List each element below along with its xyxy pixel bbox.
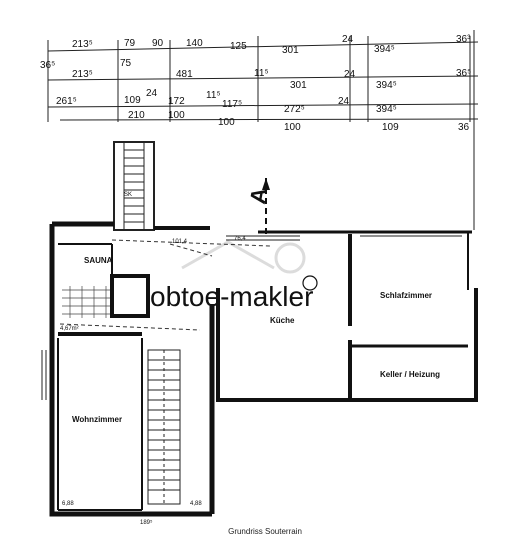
dim-text: 24 xyxy=(342,34,354,45)
dim-text: 109 xyxy=(124,95,141,106)
dim-text: 90 xyxy=(152,38,164,49)
note-bottom-right: 4,88 xyxy=(190,501,202,507)
dimension-row-3: 261⁵ 109 24 172 11⁵ 117⁵ 272⁵ 24 394⁵ xyxy=(56,88,397,115)
room-label-keller: Keller / Heizung xyxy=(380,370,440,379)
dim-text: 79 xyxy=(124,38,136,49)
dim-text: 394⁵ xyxy=(376,80,397,91)
sauna-hatch xyxy=(62,286,110,318)
dim-text: 100 xyxy=(218,117,235,128)
dim-text: 24 xyxy=(344,69,356,80)
plan-caption: Grundriss Souterrain xyxy=(228,527,302,536)
dim-text: 213⁵ xyxy=(72,69,93,80)
note-bottom-left: 6,88 xyxy=(62,501,74,507)
dim-text: 301 xyxy=(282,45,299,56)
dim-text: 36 xyxy=(458,122,470,133)
dim-text: 24 xyxy=(338,96,350,107)
dim-text: 100 xyxy=(284,122,301,133)
section-marker-label: A xyxy=(245,186,272,206)
dim-text: 36³ xyxy=(456,34,471,45)
dim-text: 481 xyxy=(176,69,193,80)
dashed-lines xyxy=(59,239,271,331)
dim-text: 272⁵ xyxy=(284,104,305,115)
note-door: 76,4 xyxy=(234,236,246,242)
upper-stair xyxy=(113,141,155,231)
dimension-lines xyxy=(47,30,479,230)
note-left: 4,67m² xyxy=(60,326,79,332)
dim-text: 301 xyxy=(290,80,307,91)
dim-text: 109 xyxy=(382,122,399,133)
dim-text: 36⁵ xyxy=(456,68,471,79)
dim-text: 11⁵ xyxy=(254,68,269,79)
chimney-circle xyxy=(302,275,318,291)
note-bottom: 189⁵ xyxy=(140,519,153,526)
windows xyxy=(41,235,462,400)
dim-text: 11⁵ xyxy=(206,90,221,101)
dimension-row-2: 36⁵ 213⁵ 75 481 11⁵ 301 24 394⁵ 36⁵ xyxy=(40,58,471,91)
dim-text: 117⁵ xyxy=(222,99,242,110)
room-label-schlafzimmer: Schlafzimmer xyxy=(380,291,432,300)
dim-text: 140 xyxy=(186,38,203,49)
dim-text: 24 xyxy=(146,88,158,99)
dim-text: 172 xyxy=(168,96,185,107)
room-label-wohnzimmer: Wohnzimmer xyxy=(72,415,122,424)
section-marker xyxy=(262,178,270,236)
dim-text: 36⁵ xyxy=(40,60,55,71)
dim-text: 213⁵ xyxy=(72,39,93,50)
dimension-row-1: 213⁵ 79 90 140 125 301 24 394⁵ 36³ xyxy=(72,34,471,56)
room-label-sauna: SAUNA xyxy=(84,256,113,265)
dim-text: 100 xyxy=(168,110,185,121)
room-label-kueche: Küche xyxy=(270,316,295,325)
watermark-text: obtoe-makler xyxy=(150,281,313,312)
note-mid: 101,4 xyxy=(172,239,188,245)
dimension-row-4: 210 100 100 100 109 36 xyxy=(128,110,470,133)
stair-label-sk: SK xyxy=(124,192,132,198)
dim-text: 75 xyxy=(120,58,132,69)
dim-text: 394⁵ xyxy=(374,44,395,55)
dim-text: 394⁵ xyxy=(376,104,397,115)
dim-text: 125 xyxy=(230,41,247,52)
watermark: obtoe-makler xyxy=(150,240,313,312)
dim-text: 261⁵ xyxy=(56,96,77,107)
lower-stair xyxy=(147,349,181,505)
interior-walls xyxy=(57,234,468,511)
dim-text: 210 xyxy=(128,110,145,121)
outer-walls xyxy=(49,221,478,517)
